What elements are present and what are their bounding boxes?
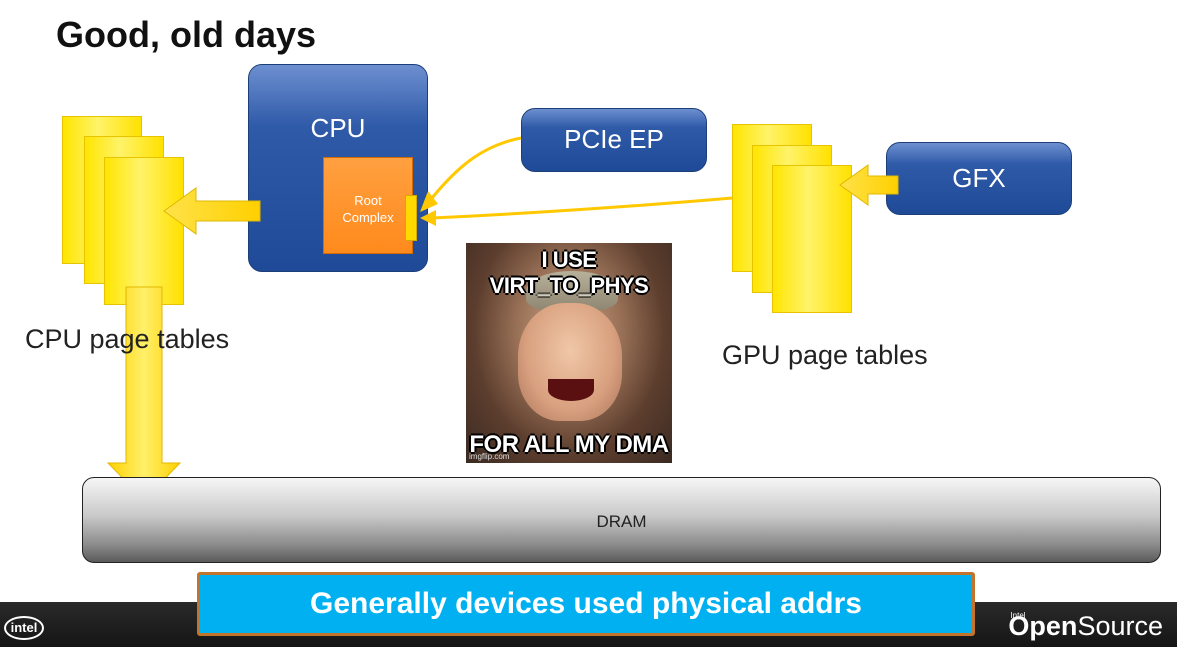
cpu-label: CPU bbox=[310, 113, 366, 143]
meme-face bbox=[518, 303, 622, 421]
cpu-page-table-sheet bbox=[104, 157, 184, 305]
pcie-ep-label: PCIe EP bbox=[564, 124, 664, 154]
meme-image: I USE VIRT_TO_PHYS FOR ALL MY DMA imgfli… bbox=[466, 243, 672, 463]
meme-watermark: imgflip.com bbox=[469, 452, 510, 461]
gpu-page-tables-caption: GPU page tables bbox=[722, 340, 928, 370]
cpu-to-pagetable-arrow bbox=[163, 187, 261, 235]
root-complex-line2: Complex bbox=[342, 210, 394, 225]
pcie-to-rootcomplex-arrow bbox=[430, 136, 522, 199]
pcie-arrowhead bbox=[420, 191, 438, 212]
opensource-brand: Intel OpenSource bbox=[1008, 611, 1163, 642]
root-complex-port bbox=[405, 195, 417, 241]
dram-label: DRAM bbox=[596, 512, 647, 531]
pagetable-to-dram-arrow bbox=[106, 286, 182, 501]
meme-top-text: I USE VIRT_TO_PHYS bbox=[489, 247, 649, 298]
intel-logo: intel bbox=[4, 616, 44, 640]
brand-source: Source bbox=[1077, 611, 1163, 641]
meme-bottom-text: FOR ALL MY DMA bbox=[469, 431, 669, 458]
gpu-page-table-sheet bbox=[772, 165, 852, 313]
gfx-to-rootcomplex-arrow bbox=[431, 196, 733, 220]
meme-mouth bbox=[548, 379, 594, 401]
dram-bar: DRAM bbox=[82, 477, 1161, 563]
gfx-arrowhead bbox=[420, 210, 436, 226]
root-complex: Root Complex bbox=[323, 157, 413, 254]
gfx-label: GFX bbox=[952, 163, 1006, 193]
cpu-page-tables-caption: CPU page tables bbox=[25, 324, 230, 354]
root-complex-line1: Root bbox=[354, 193, 382, 208]
cpu-box: CPU Root Complex bbox=[248, 64, 428, 272]
gfx-to-pagetable-arrow bbox=[839, 164, 899, 206]
gfx-box: GFX bbox=[886, 142, 1072, 215]
pcie-ep-box: PCIe EP bbox=[521, 108, 707, 172]
brand-open: Open bbox=[1008, 611, 1078, 641]
slide-title: Good, old days bbox=[56, 14, 317, 55]
brand-intel-superscript: Intel bbox=[1010, 611, 1026, 620]
summary-banner: Generally devices used physical addrs bbox=[197, 572, 975, 636]
